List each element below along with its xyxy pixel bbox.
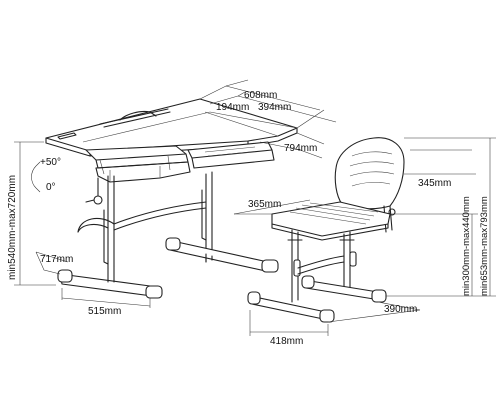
desk <box>45 98 298 299</box>
label-seat-height-range: min300mm-max440mm <box>461 196 472 296</box>
label-chair-base-depth: 390mm <box>384 304 417 315</box>
label-desk-base-depth: 717mm <box>40 254 73 265</box>
label-chair-total-height-range: min653mm-max793mm <box>479 196 490 296</box>
chair-backrest <box>334 137 405 210</box>
label-desk-height-range: min540mm-max720mm <box>7 175 18 280</box>
dimension-lines <box>14 79 496 336</box>
label-backrest-depth: 345mm <box>418 178 451 189</box>
label-seat-width: 365mm <box>248 199 281 210</box>
desk-right-foot <box>167 239 271 273</box>
label-tilt-max: +50° <box>40 157 61 168</box>
label-chair-base-width: 418mm <box>270 336 303 347</box>
label-desk-flat-section: 394mm <box>258 102 291 113</box>
chair <box>247 137 405 323</box>
chair-right-foot <box>303 279 381 301</box>
label-desk-depth: 794mm <box>284 143 317 154</box>
dimension-labels: 608mm 194mm 394mm 794mm +50° 0° min540mm… <box>7 90 490 347</box>
chair-left-foot <box>249 295 329 321</box>
label-desk-width: 608mm <box>244 90 277 101</box>
label-tilt-min: 0° <box>46 182 56 193</box>
label-desk-base-width: 515mm <box>88 306 121 317</box>
label-desk-tilt-section: 194mm <box>216 102 249 113</box>
desk-left-foot <box>59 273 153 297</box>
